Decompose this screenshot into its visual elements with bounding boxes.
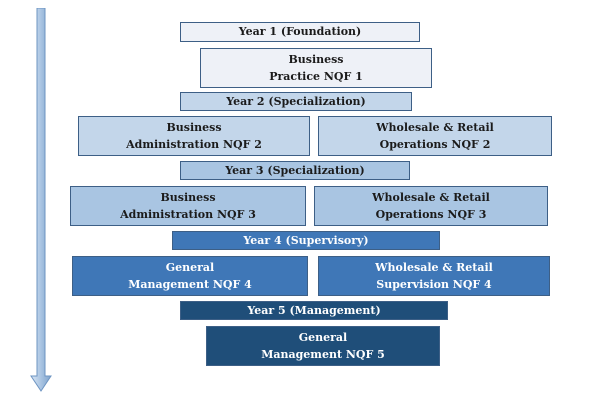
business-administration-nqf2-box: Business Administration NQF 2 [78, 116, 310, 156]
year-2-header: Year 2 (Specialization) [180, 92, 412, 111]
business-administration-nqf3-box: Business Administration NQF 3 [70, 186, 306, 226]
progression-arrow-shape [30, 8, 52, 392]
general-management-nqf5-box: General Management NQF 5 [206, 326, 440, 366]
general-management-nqf4-box: General Management NQF 4 [72, 256, 308, 296]
wholesale-retail-operations-nqf2-box: Wholesale & Retail Operations NQF 2 [318, 116, 552, 156]
year-5-header: Year 5 (Management) [180, 301, 448, 320]
wholesale-retail-supervision-nqf4-box: Wholesale & Retail Supervision NQF 4 [318, 256, 550, 296]
business-practice-nqf1-box: Business Practice NQF 1 [200, 48, 432, 88]
year-1-header: Year 1 (Foundation) [180, 22, 420, 42]
wholesale-retail-operations-nqf3-box: Wholesale & Retail Operations NQF 3 [314, 186, 548, 226]
year-4-header: Year 4 (Supervisory) [172, 231, 440, 250]
progression-arrow [30, 8, 52, 392]
year-3-header: Year 3 (Specialization) [180, 161, 410, 180]
